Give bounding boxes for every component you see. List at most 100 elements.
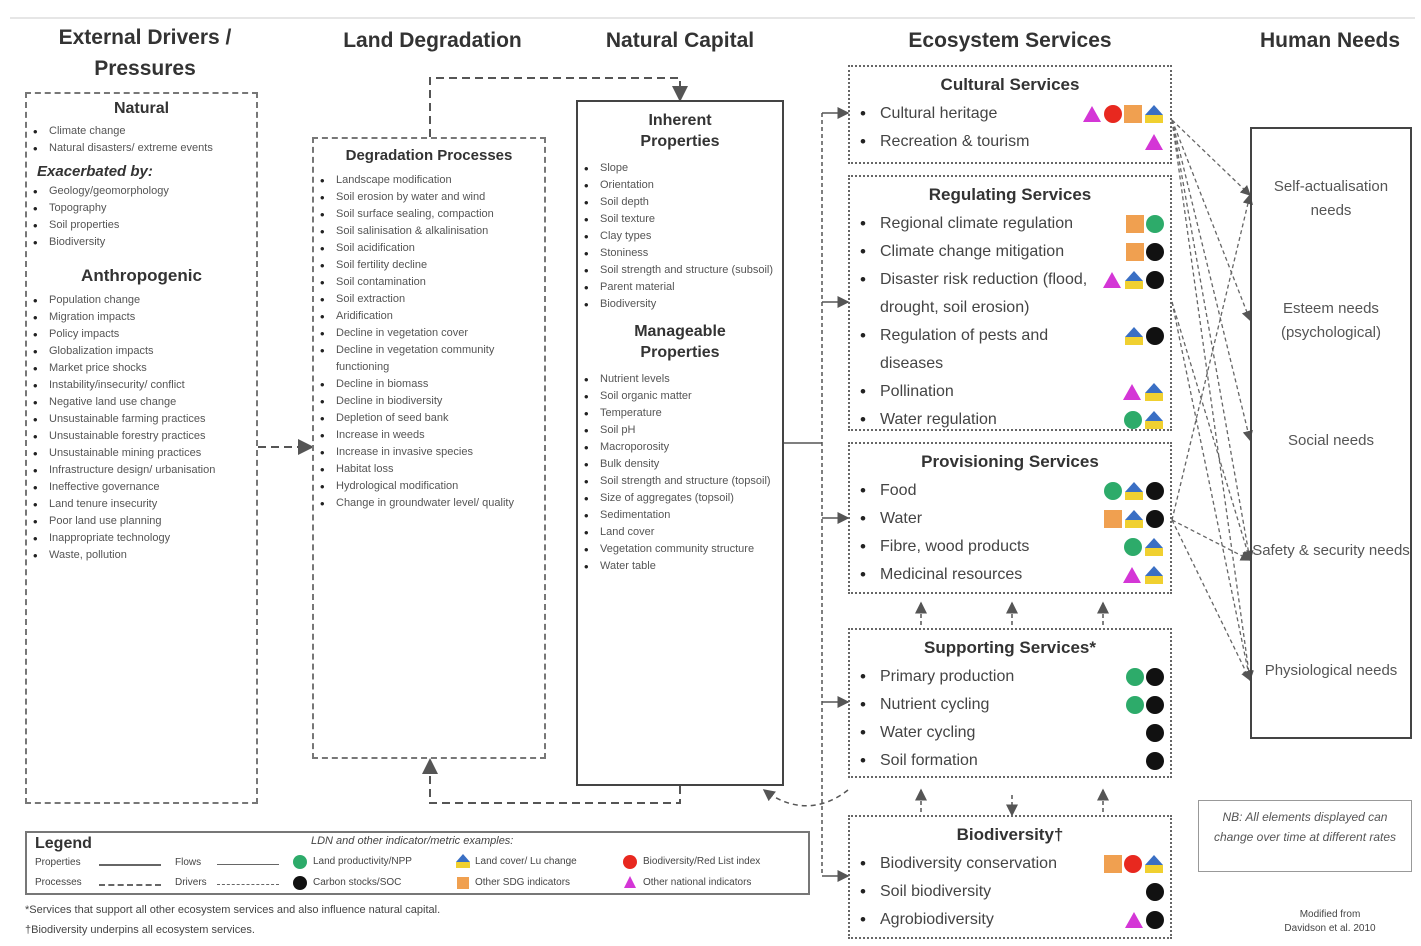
list-item: Water regulation <box>850 406 1170 434</box>
list-item: Habitat loss <box>314 461 544 478</box>
land-productivity-indicator-icon <box>1124 411 1142 429</box>
list-item: Pollination <box>850 378 1170 406</box>
need-physiological: Physiological needs <box>1264 662 1398 679</box>
service-label: Regulation of pests and diseases <box>880 327 1049 372</box>
column-heading-land-degradation: Land Degradation <box>343 29 522 52</box>
indicator-group <box>1126 695 1164 715</box>
list-item: Depletion of seed bank <box>314 410 544 427</box>
list-item: Decline in vegetation cover <box>314 325 544 342</box>
list-item: Migration impacts <box>27 309 256 326</box>
list-item: Soil salinisation & alkalinisation <box>314 223 544 240</box>
service-label: Primary production <box>880 668 1015 685</box>
list-item: Bulk density <box>578 456 782 473</box>
exacerbated-list: Geology/geomorphology Topography Soil pr… <box>27 183 256 251</box>
legend-flows: Flows <box>175 857 202 868</box>
list-item: Climate change mitigation <box>850 238 1170 266</box>
indicator-group <box>1104 481 1164 501</box>
legend-ind-green: Land productivity/NPP <box>313 856 412 867</box>
land-cover-indicator-icon <box>1125 327 1143 345</box>
list-item: Globalization impacts <box>27 343 256 360</box>
carbon-stocks-indicator-icon <box>1146 327 1164 345</box>
list-item: Stoniness <box>578 245 782 262</box>
supporting-services-title: Supporting Services* <box>924 638 1096 657</box>
indicator-group <box>1102 270 1164 290</box>
service-label: Climate change mitigation <box>880 243 1065 260</box>
biodiversity-indicator-icon <box>1124 855 1142 873</box>
column-heading-external-drivers: External Drivers / Pressures <box>58 26 232 80</box>
degradation-list: Landscape modification Soil erosion by w… <box>314 172 544 512</box>
provisioning-services-title: Provisioning Services <box>921 452 1099 471</box>
list-item: Regulation of pests and diseases <box>850 322 1170 378</box>
service-label: Medicinal resources <box>880 566 1023 583</box>
list-item: Decline in biodiversity <box>314 393 544 410</box>
indicator-group <box>1104 509 1164 529</box>
list-item: Land tenure insecurity <box>27 496 256 513</box>
list-item: Ineffective governance <box>27 479 256 496</box>
carbon-stocks-indicator-icon <box>1146 271 1164 289</box>
service-label: Fibre, wood products <box>880 538 1030 555</box>
list-item: Orientation <box>578 177 782 194</box>
list-item: Agrobiodiversity <box>850 906 1170 934</box>
land-productivity-indicator-icon <box>1104 482 1122 500</box>
list-item: Infrastructure design/ urbanisation <box>27 462 256 479</box>
land-cover-indicator-icon <box>1145 855 1163 873</box>
service-label: Food <box>880 482 917 499</box>
green-circle-icon <box>293 855 307 869</box>
list-item: Soil pH <box>578 422 782 439</box>
manageable-properties-title: Manageable Properties <box>634 323 726 361</box>
list-item: Soil depth <box>578 194 782 211</box>
indicator-group <box>1144 132 1164 152</box>
list-item: Medicinal resources <box>850 561 1170 589</box>
list-item: Parent material <box>578 279 782 296</box>
legend-ind-red: Biodiversity/Red List index <box>643 856 761 867</box>
list-item: Policy impacts <box>27 326 256 343</box>
indicator-group <box>1122 382 1164 402</box>
list-item: Regional climate regulation <box>850 210 1170 238</box>
list-item: Biodiversity <box>27 234 256 251</box>
carbon-stocks-indicator-icon <box>1146 752 1164 770</box>
list-item: Soil contamination <box>314 274 544 291</box>
legend-ind-black: Carbon stocks/SOC <box>313 877 402 888</box>
pink-triangle-icon <box>623 875 637 894</box>
natural-drivers-list: Climate change Natural disasters/ extrem… <box>27 123 256 157</box>
indicator-group <box>1146 751 1164 771</box>
need-self-actualisation: Self-actualisation needs <box>1273 178 1389 219</box>
need-esteem: Esteem needs (psychological) <box>1280 300 1382 341</box>
exacerbated-by-title: Exacerbated by: <box>37 163 153 180</box>
cultural-services-title: Cultural Services <box>940 75 1080 94</box>
provisioning-services-list: FoodWaterFibre, wood productsMedicinal r… <box>850 477 1170 589</box>
cultural-services-list: Cultural heritageRecreation & tourism <box>850 100 1170 156</box>
footnote-biodiversity: †Biodiversity underpins all ecosystem se… <box>25 924 255 936</box>
carbon-stocks-indicator-icon <box>1146 243 1164 261</box>
land-cover-indicator-icon <box>1125 510 1143 528</box>
carbon-stocks-indicator-icon <box>1146 510 1164 528</box>
indicator-group <box>1122 565 1164 585</box>
inherent-properties-title: Inherent Properties <box>640 112 720 150</box>
list-item: Topography <box>27 200 256 217</box>
national-indicator-icon <box>1145 134 1163 150</box>
list-item: Soil biodiversity <box>850 878 1170 906</box>
need-safety-security: Safety & security needs <box>1252 542 1410 559</box>
service-label: Soil biodiversity <box>880 883 992 900</box>
national-indicator-icon <box>1123 567 1141 583</box>
indicator-group <box>1124 410 1164 430</box>
national-indicator-icon <box>1125 912 1143 928</box>
list-item: Nutrient cycling <box>850 691 1170 719</box>
list-item: Biodiversity <box>578 296 782 313</box>
list-item: Soil formation <box>850 747 1170 775</box>
service-label: Regional climate regulation <box>880 215 1073 232</box>
external-drivers-box: Natural Climate change Natural disasters… <box>25 92 258 804</box>
indicator-group <box>1126 667 1164 687</box>
list-item: Water table <box>578 558 782 575</box>
list-item: Increase in invasive species <box>314 444 544 461</box>
list-item: Sedimentation <box>578 507 782 524</box>
list-item: Soil extraction <box>314 291 544 308</box>
list-item: Change in groundwater level/ quality <box>314 495 544 512</box>
service-label: Soil formation <box>880 752 978 769</box>
drivers-line-sample <box>217 884 279 885</box>
list-item: Clay types <box>578 228 782 245</box>
land-cover-indicator-icon <box>1145 383 1163 401</box>
list-item: Soil acidification <box>314 240 544 257</box>
list-item: Population change <box>27 292 256 309</box>
list-item: Soil strength and structure (topsoil) <box>578 473 782 490</box>
